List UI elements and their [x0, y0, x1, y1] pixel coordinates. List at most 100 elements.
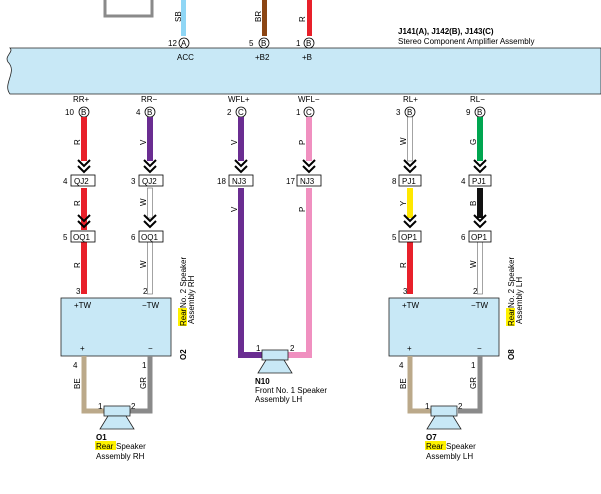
upper-component-edge [103, 0, 154, 18]
wire-b2-br [262, 0, 267, 36]
svg-text:B: B [469, 201, 478, 206]
svg-text:No. 2 Speaker: No. 2 Speaker [179, 257, 188, 308]
svg-text:1: 1 [471, 361, 476, 370]
svg-text:18: 18 [217, 177, 226, 186]
svg-text:2: 2 [458, 402, 463, 411]
svg-text:1: 1 [256, 344, 261, 353]
svg-text:Rear: Rear [507, 308, 516, 326]
wire-label-r-top: R [298, 16, 307, 22]
svg-text:4: 4 [461, 177, 466, 186]
svg-text:PJ1: PJ1 [472, 177, 486, 186]
svg-text:Rear: Rear [96, 442, 114, 451]
svg-text:+TW: +TW [74, 301, 92, 310]
svg-text:WFL−: WFL− [298, 95, 320, 104]
svg-text:2: 2 [143, 287, 148, 296]
svg-text:3: 3 [403, 287, 408, 296]
svg-text:No. 2 Speaker: No. 2 Speaker [507, 257, 516, 308]
svg-text:O1: O1 [96, 433, 107, 442]
top-pin-acc: 12 A ACC [168, 37, 194, 62]
svg-text:Assembly LH: Assembly LH [515, 277, 524, 324]
svg-text:W: W [469, 260, 478, 268]
wire-acc-sb [181, 0, 186, 36]
svg-text:+B: +B [302, 53, 312, 62]
svg-text:B: B [147, 108, 152, 117]
svg-text:5: 5 [63, 233, 68, 242]
svg-text:4: 4 [136, 108, 141, 117]
svg-text:+B2: +B2 [255, 53, 270, 62]
svg-text:Assembly RH: Assembly RH [96, 452, 145, 461]
svg-text:PJ1: PJ1 [402, 177, 416, 186]
wire-label-o8-be: BE [399, 378, 408, 389]
amplifier-subtitle: Stereo Component Amplifier Assembly [398, 37, 535, 46]
svg-text:2: 2 [131, 402, 136, 411]
wire-label-br: BR [254, 11, 263, 22]
wire-label-o2-gr: GR [139, 377, 148, 389]
svg-text:2: 2 [473, 287, 478, 296]
svg-text:4: 4 [63, 177, 68, 186]
speaker-o7: 1 2 O7 Rear Speaker Assembly LH [425, 402, 476, 461]
svg-text:RL−: RL− [470, 95, 485, 104]
svg-text:+: + [80, 344, 85, 353]
svg-text:R: R [73, 139, 82, 145]
svg-text:R: R [73, 200, 82, 206]
svg-text:1: 1 [142, 361, 147, 370]
amp-pin-wfl-plus: WFL+ 2 C [227, 95, 250, 118]
svg-text:6: 6 [461, 233, 466, 242]
svg-text:Speaker: Speaker [446, 442, 476, 451]
svg-text:Assembly LH: Assembly LH [426, 452, 473, 461]
amp-pin-wfl-minus: WFL− 1 C [296, 95, 320, 118]
svg-text:Front No. 1 Speaker: Front No. 1 Speaker [255, 386, 327, 395]
svg-text:5: 5 [392, 233, 397, 242]
amp-pin-rl-minus: RL− 9 B [466, 95, 486, 118]
svg-text:Speaker: Speaker [116, 442, 146, 451]
wire-o2-gr [130, 356, 153, 414]
svg-text:−: − [477, 344, 482, 353]
amp-pin-rr-minus: RR− 4 B [136, 95, 158, 118]
svg-text:1: 1 [425, 402, 430, 411]
svg-text:WFL+: WFL+ [228, 95, 250, 104]
svg-text:4: 4 [399, 361, 404, 370]
svg-text:8: 8 [392, 177, 397, 186]
wire-o2-be [81, 356, 105, 414]
svg-text:R: R [399, 262, 408, 268]
svg-text:3: 3 [76, 287, 81, 296]
svg-text:Rear: Rear [179, 308, 188, 326]
amp-pin-rl-plus: RL+ 3 B [396, 95, 418, 118]
svg-text:O7: O7 [426, 433, 437, 442]
svg-text:1: 1 [98, 402, 103, 411]
svg-text:QJ2: QJ2 [74, 177, 89, 186]
wire-rl-minus: G B W 4 PJ1 6 OP1 2 [461, 117, 492, 296]
svg-text:1: 1 [296, 39, 301, 48]
svg-text:O2: O2 [179, 349, 188, 360]
amplifier-body [6, 47, 601, 95]
svg-text:P: P [298, 140, 307, 145]
speaker-n10: 1 2 N10 Front No. 1 Speaker Assembly LH [255, 344, 327, 404]
wire-rr-minus: V W W 3 QJ2 6 OQ1 2 [131, 117, 164, 296]
svg-text:C: C [306, 108, 312, 117]
wire-o8-gr [458, 356, 483, 414]
svg-text:12: 12 [168, 39, 177, 48]
svg-text:B: B [261, 39, 266, 48]
svg-text:4: 4 [73, 361, 78, 370]
svg-text:A: A [181, 39, 187, 48]
svg-text:B: B [407, 108, 412, 117]
svg-text:C: C [238, 108, 244, 117]
svg-text:OP1: OP1 [401, 233, 418, 242]
svg-text:V: V [230, 139, 239, 145]
svg-text:V: V [139, 139, 148, 145]
svg-text:ACC: ACC [177, 53, 194, 62]
svg-text:10: 10 [65, 108, 74, 117]
svg-text:6: 6 [131, 233, 136, 242]
wire-o8-be [407, 356, 431, 414]
amp-pin-rr-plus: RR+ 10 B [65, 95, 90, 118]
svg-text:1: 1 [296, 108, 301, 117]
svg-text:Rear: Rear [426, 442, 444, 451]
svg-text:Assembly RH: Assembly RH [187, 275, 196, 324]
svg-text:NJ3: NJ3 [232, 177, 247, 186]
top-pin-b: 1 B +B [296, 37, 315, 62]
svg-text:3: 3 [131, 177, 136, 186]
svg-text:2: 2 [227, 108, 232, 117]
svg-text:+: + [407, 344, 412, 353]
svg-text:R: R [73, 262, 82, 268]
wire-wfl-minus: P P 17 NJ3 [286, 117, 322, 358]
